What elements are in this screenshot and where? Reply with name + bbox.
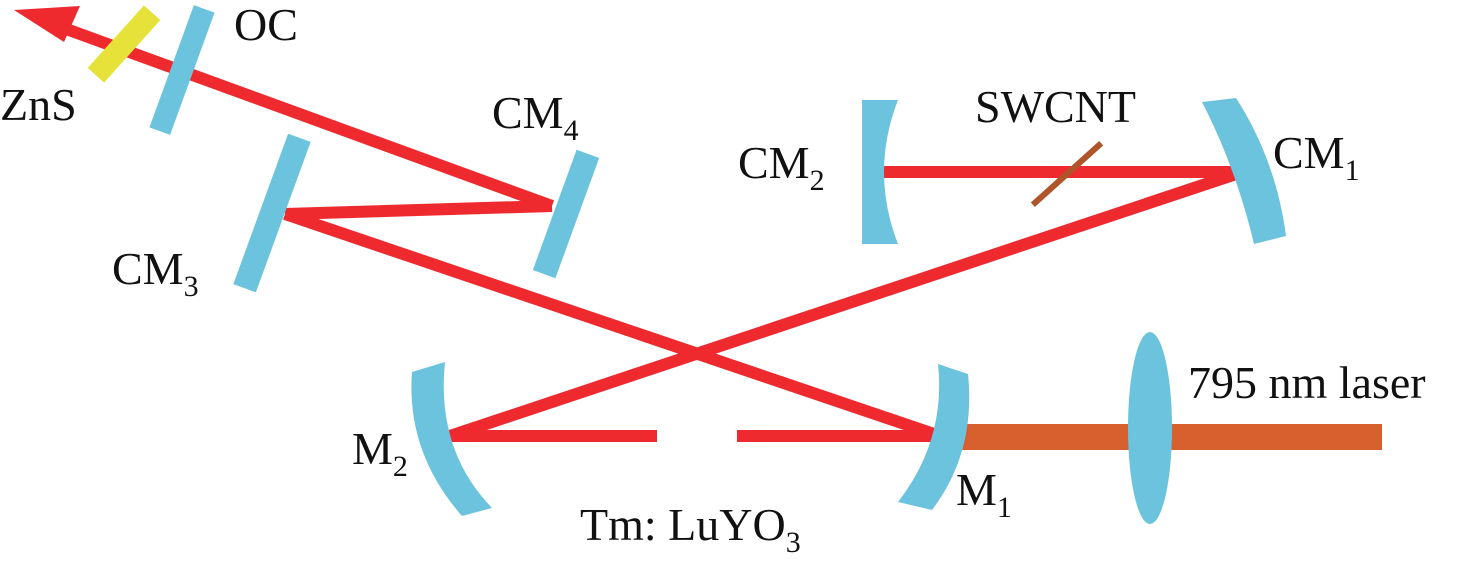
cm3-label: CM3 [112,243,199,303]
cm4-label: CM4 [492,87,579,147]
zns-label: ZnS [0,79,77,130]
m1-mirror [898,364,970,510]
cm1-mirror [1202,98,1286,244]
pump-label: 795 nm laser [1188,357,1426,408]
focusing-lens [1128,332,1172,524]
output-arrow-icon [14,6,80,42]
cm4-mirror [532,149,600,279]
cm1-label: CM1 [1273,127,1360,187]
cm2-label: CM2 [738,137,825,197]
beam-cm3-to-cm4 [284,200,553,220]
cm3-mirror [233,133,311,293]
beam-cm4-to-output [55,20,555,212]
cavity-beam [14,6,1244,442]
m2-mirror [411,362,492,516]
oc-label: OC [234,0,298,50]
oc-mirror [149,5,215,135]
cm2-mirror [862,100,898,244]
swcnt-label: SWCNT [975,81,1136,132]
beam-m2-to-cm1 [448,166,1244,442]
m2-label: M2 [352,423,408,483]
zns-plate [87,5,161,83]
swcnt-absorber [1030,140,1104,208]
m1-label: M1 [956,464,1012,524]
crystal-label: Tm: LuYO3 [580,499,801,559]
beam-m1-to-cm3 [283,208,942,442]
optics [87,5,1286,524]
